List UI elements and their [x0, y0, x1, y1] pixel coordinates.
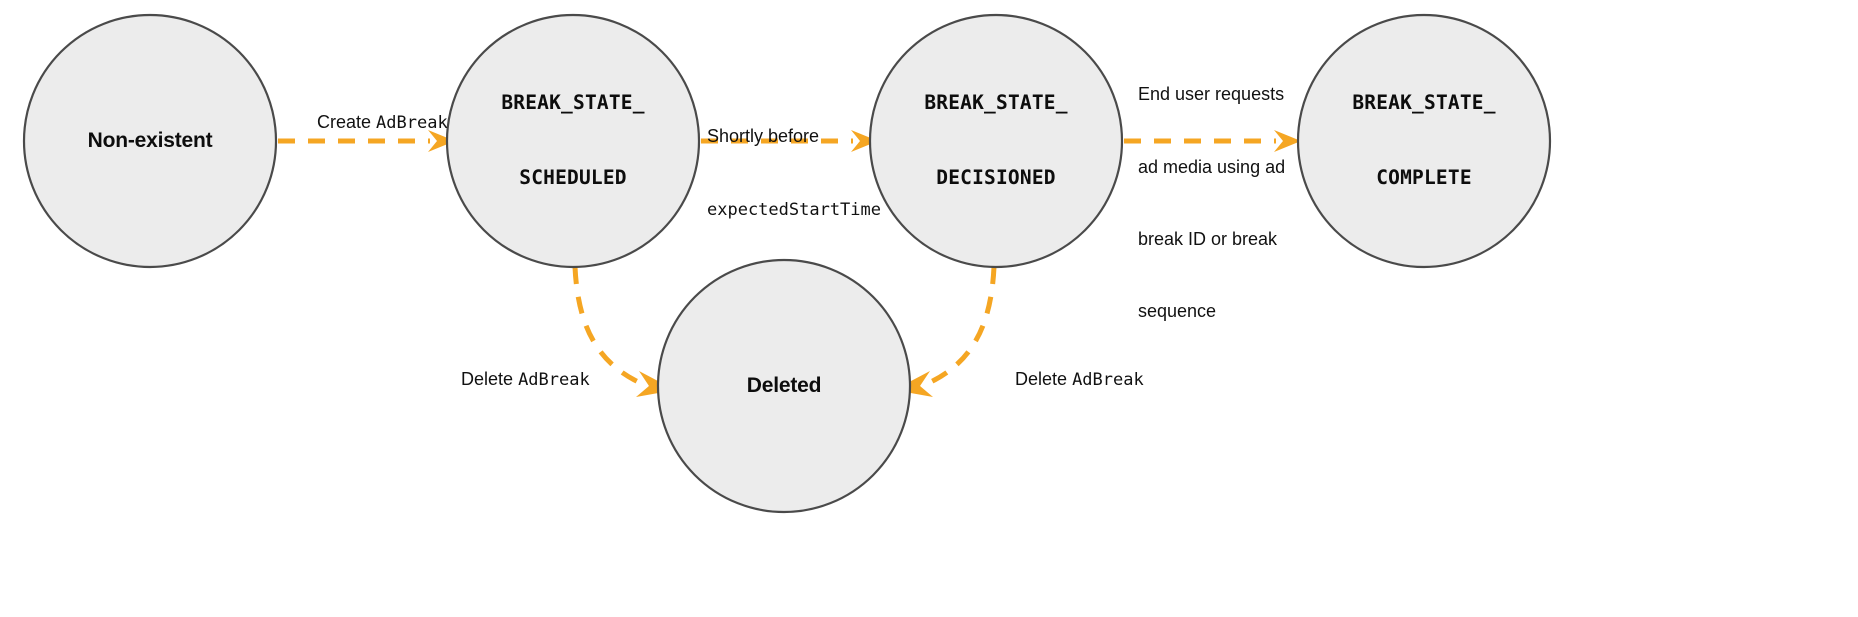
edge-label-fragment: Shortly before: [707, 126, 820, 147]
edge-label-delete-adbreak-from-decisioned: Delete AdBreak: [995, 343, 1144, 416]
node-break-state-complete[interactable]: [1296, 13, 1552, 269]
edge-shortly-before-expected-start-time: [701, 130, 878, 152]
edge-label-shortly-before-expected-start-time: Shortly before expectedStartTime: [707, 76, 881, 270]
edge-end-user-requests-ad-media: [1124, 130, 1301, 152]
edge-create-adbreak: [278, 130, 455, 152]
edge-label-fragment: AdBreak: [1072, 370, 1144, 391]
node-break-state-decisioned[interactable]: [868, 13, 1124, 269]
edge-label-create-adbreak: Create AdBreak: [297, 86, 448, 159]
edge-label-line: break ID or break: [1138, 228, 1278, 249]
edge-label-fragment: AdBreak: [518, 370, 590, 391]
edge-label-line: sequence: [1138, 301, 1217, 322]
edge-label-fragment: Delete: [1015, 369, 1073, 390]
edge-label-end-user-requests-ad-media: End user requests ad media using ad brea…: [1138, 34, 1285, 372]
node-deleted[interactable]: [656, 258, 912, 514]
node-break-state-scheduled[interactable]: [445, 13, 701, 269]
edge-label-delete-adbreak-from-scheduled: Delete AdBreak: [441, 343, 590, 416]
edge-label-fragment: Create: [317, 112, 377, 133]
edge-label-fragment: expectedStartTime: [707, 199, 881, 220]
edge-label-fragment: AdBreak: [376, 113, 448, 134]
edge-label-line: ad media using ad: [1138, 156, 1286, 177]
edge-label-line: End user requests: [1138, 84, 1285, 105]
edge-label-fragment: Delete: [461, 369, 519, 390]
node-non-existent[interactable]: [22, 13, 278, 269]
